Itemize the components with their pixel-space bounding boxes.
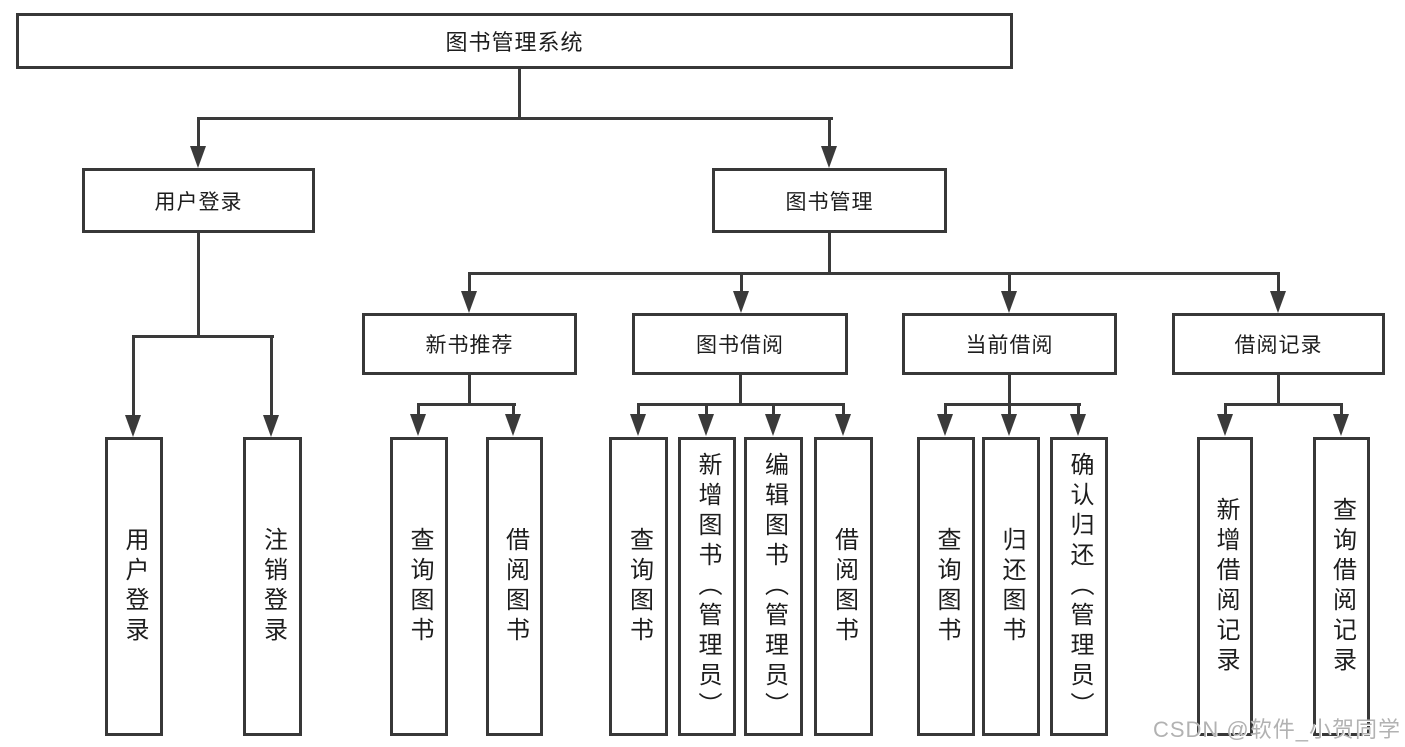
leaf-user-login: 用户登录	[105, 437, 163, 736]
connector-new-book-down	[468, 375, 471, 404]
connector-stub-g3-4	[842, 403, 845, 415]
arrowhead-g3-2	[698, 414, 714, 436]
leaf-label: 归还图书	[998, 526, 1025, 647]
leaf-query-books-current: 查询图书	[917, 437, 975, 736]
leaf-add-borrow-record: 新增借阅记录	[1197, 437, 1253, 736]
node-label: 当前借阅	[965, 334, 1054, 357]
arrowhead-g5-1	[1217, 414, 1233, 436]
node-label: 图书管理系统	[445, 30, 584, 55]
arrowhead-leaf-login	[125, 415, 141, 437]
leaf-label: 用户登录	[121, 526, 148, 647]
leaf-query-books-borrow: 查询图书	[609, 437, 668, 736]
node-current-borrow: 当前借阅	[902, 313, 1117, 375]
leaf-label: 编辑图书（管理员）	[760, 451, 788, 722]
arrowhead-g3-4	[835, 414, 851, 436]
connector-stub-new-book	[468, 272, 471, 293]
leaf-label: 新增借阅记录	[1212, 496, 1239, 677]
connector-current-borrow-down	[1008, 375, 1011, 404]
arrowhead-g4-1	[937, 414, 953, 436]
connector-stub-g5-2	[1340, 403, 1343, 415]
node-label: 新书推荐	[425, 334, 514, 357]
leaf-label: 查询借阅记录	[1328, 496, 1356, 677]
connector-book-management-down	[828, 233, 831, 275]
connector-stub-g3-1	[637, 403, 640, 415]
connector-book-borrow-down	[739, 375, 742, 404]
connector-stub-user-login	[197, 117, 200, 148]
arrowhead-g3-3	[765, 414, 781, 436]
connector-stub-borrow-records	[1277, 272, 1280, 293]
arrowhead-current-borrow	[1001, 291, 1017, 313]
leaf-label: 借阅图书	[501, 526, 529, 647]
connector-level3-horizontal	[468, 272, 1280, 275]
arrowhead-g4-3	[1070, 414, 1086, 436]
node-label: 用户登录	[154, 190, 243, 214]
leaf-borrow-books: 借阅图书	[814, 437, 873, 736]
connector-stub-book-borrow	[740, 272, 743, 293]
connector-stub-leaf-logout	[270, 335, 273, 416]
connector-user-login-down	[197, 233, 200, 335]
connector-user-login-horizontal	[132, 335, 274, 338]
leaf-logout: 注销登录	[243, 437, 302, 736]
arrowhead-user-login	[190, 146, 206, 168]
node-label: 图书管理	[785, 190, 874, 214]
node-book-management: 图书管理	[712, 168, 947, 233]
watermark-text: CSDN @软件_小贺同学	[1152, 717, 1401, 742]
arrowhead-new-book	[461, 291, 477, 313]
connector-stub-current-borrow	[1008, 272, 1011, 293]
connector-stub-book-management	[828, 117, 831, 148]
leaf-edit-books-admin: 编辑图书（管理员）	[744, 437, 803, 736]
arrowhead-g2-1	[410, 414, 426, 436]
connector-level2-horizontal	[197, 117, 833, 120]
arrowhead-leaf-logout	[263, 415, 279, 437]
connector-new-book-horizontal	[417, 403, 516, 406]
leaf-label: 确认归还（管理员）	[1066, 451, 1093, 722]
leaf-query-borrow-record: 查询借阅记录	[1313, 437, 1370, 736]
connector-stub-g5-1	[1224, 403, 1227, 415]
connector-borrow-records-down	[1277, 375, 1280, 404]
leaf-confirm-return-admin: 确认归还（管理员）	[1050, 437, 1108, 736]
leaf-query-books-recommend: 查询图书	[390, 437, 448, 736]
node-root-library-system: 图书管理系统	[16, 13, 1013, 69]
leaf-label: 查询图书	[625, 526, 653, 647]
connector-stub-g3-3	[772, 403, 775, 415]
connector-stub-g4-3	[1077, 403, 1080, 415]
connector-stub-g4-2	[1008, 403, 1011, 415]
node-new-book-recommend: 新书推荐	[362, 313, 577, 375]
arrowhead-book-borrow	[733, 291, 749, 313]
leaf-label: 借阅图书	[830, 526, 858, 647]
arrowhead-borrow-records	[1270, 291, 1286, 313]
node-user-login: 用户登录	[82, 168, 315, 233]
connector-stub-g2-1	[417, 403, 420, 415]
connector-book-borrow-horizontal	[637, 403, 845, 406]
connector-root-down	[518, 69, 521, 118]
connector-current-borrow-horizontal	[944, 403, 1081, 406]
connector-stub-leaf-login	[132, 335, 135, 416]
connector-stub-g4-1	[944, 403, 947, 415]
node-borrow-records: 借阅记录	[1172, 313, 1385, 375]
leaf-return-books: 归还图书	[982, 437, 1040, 736]
node-label: 借阅记录	[1234, 334, 1323, 357]
connector-stub-g2-2	[512, 403, 515, 415]
connector-stub-g3-2	[705, 403, 708, 415]
leaf-label: 注销登录	[259, 526, 287, 647]
leaf-label: 查询图书	[406, 526, 433, 647]
arrowhead-g4-2	[1001, 414, 1017, 436]
arrowhead-g3-1	[630, 414, 646, 436]
arrowhead-book-management	[821, 146, 837, 168]
leaf-label: 查询图书	[933, 526, 960, 647]
leaf-add-books-admin: 新增图书（管理员）	[678, 437, 736, 736]
arrowhead-g2-2	[505, 414, 521, 436]
connector-borrow-records-horizontal	[1224, 403, 1343, 406]
arrowhead-g5-2	[1333, 414, 1349, 436]
node-label: 图书借阅	[696, 334, 784, 357]
node-book-borrow: 图书借阅	[632, 313, 848, 375]
leaf-label: 新增图书（管理员）	[694, 451, 721, 722]
leaf-borrow-books-recommend: 借阅图书	[486, 437, 543, 736]
